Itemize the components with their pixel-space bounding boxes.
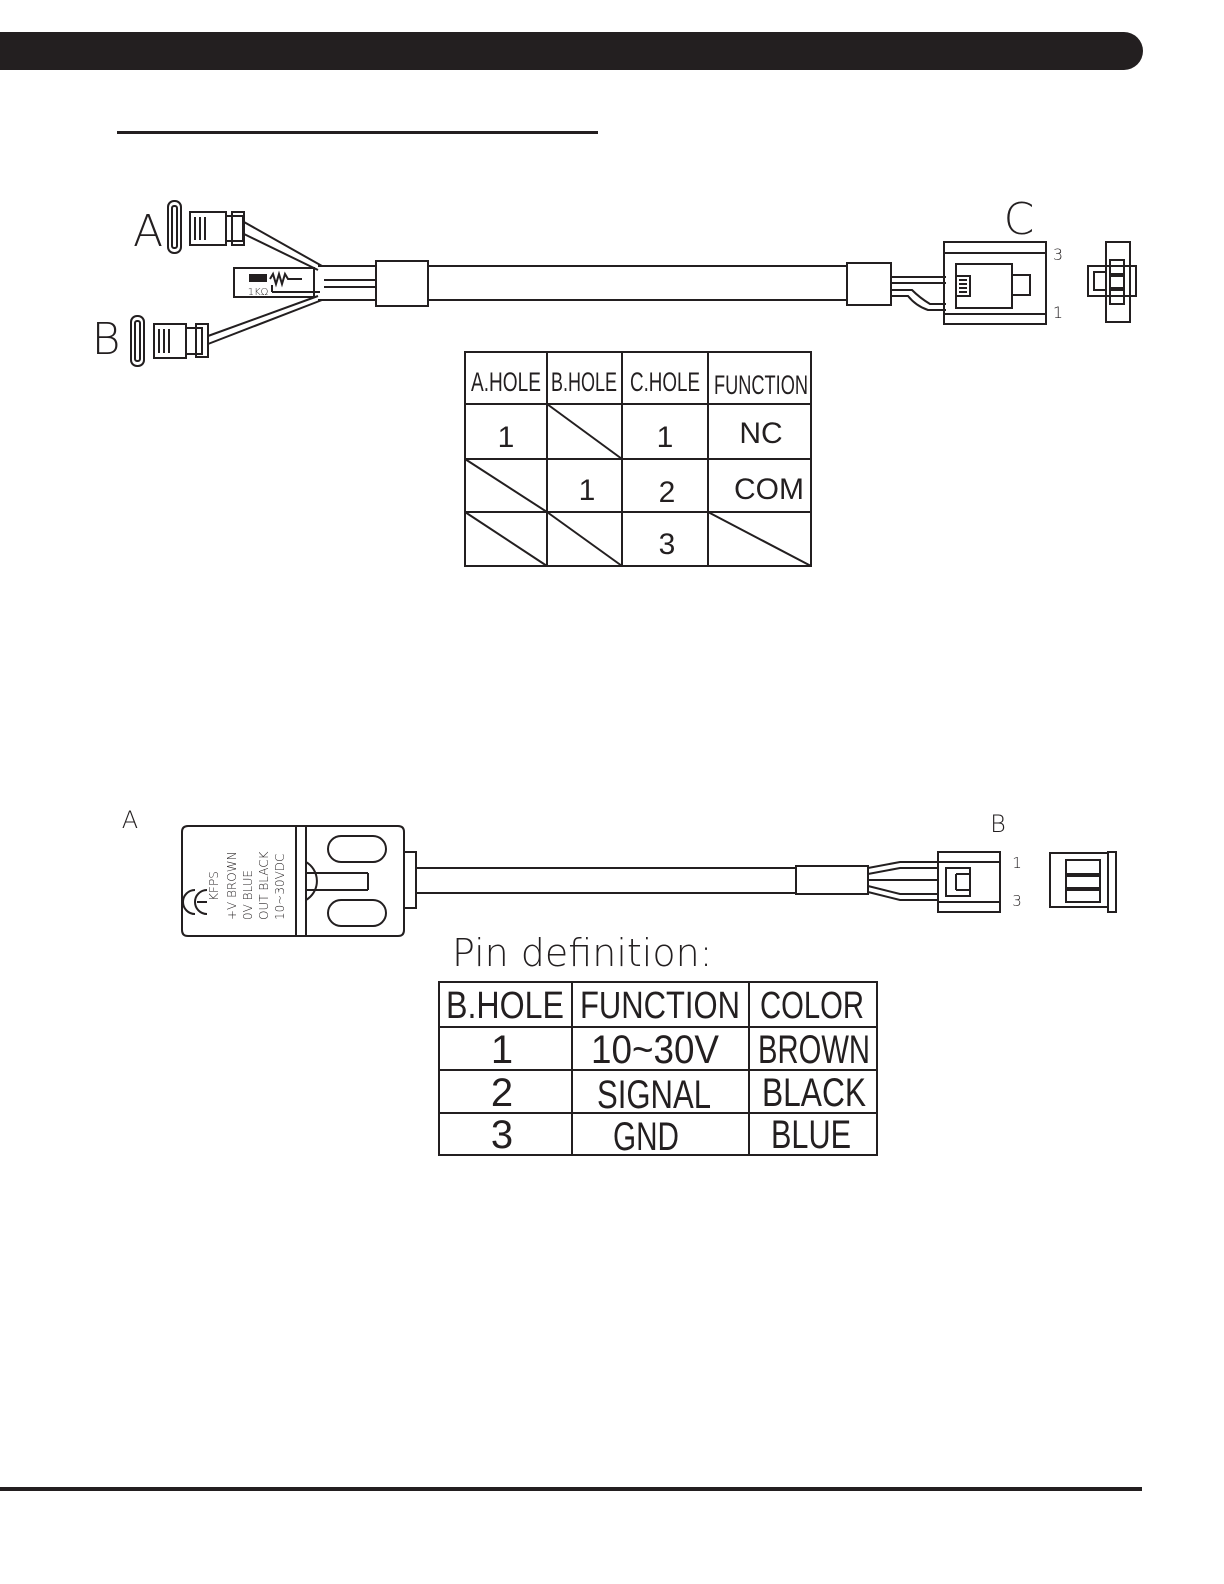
sensor-connector-b-icon: [938, 852, 1000, 912]
pin-table-cell: 10~30V: [591, 1028, 719, 1072]
connector-c-icon: [944, 242, 1046, 324]
pin-table-cell: BLACK: [762, 1071, 866, 1115]
pin-table-cell: 3: [491, 1113, 513, 1157]
sensor-wire-line: OUT BLACK: [257, 851, 271, 920]
harness-1-drawing: [131, 201, 1136, 366]
sensor-mating-housing-icon: [1050, 852, 1116, 912]
connector-a-label: A: [133, 206, 163, 257]
table-cell: 1: [657, 421, 674, 454]
connector-c-pin-1: 1: [1053, 303, 1063, 322]
sensor-wire-line: +V BROWN: [225, 851, 239, 920]
ce-mark-icon: [183, 890, 195, 914]
pin-table-cell: GND: [613, 1115, 679, 1159]
sensor-drawing: [182, 826, 1116, 936]
table-cell: NC: [739, 417, 782, 450]
empty-cell-slash: [547, 512, 622, 566]
sensor-brand: KFPS: [207, 871, 221, 901]
empty-cell-slash: [465, 459, 547, 512]
table-cell: 2: [659, 476, 676, 509]
sensor-wire-line: 10~30VDC: [273, 854, 287, 920]
footer-rule: [0, 1487, 1142, 1491]
empty-cell-slash: [547, 404, 622, 459]
table-cell: 1: [579, 474, 596, 507]
table-header-c-hole: C.HOLE: [630, 367, 700, 397]
pin-table-cell: BLUE: [771, 1113, 851, 1157]
sensor-b-label: B: [990, 810, 1006, 838]
pin-table-header-color: COLOR: [760, 985, 864, 1027]
pin-table-cell: 2: [491, 1071, 513, 1115]
sensor-wire-line: 0V BLUE: [241, 870, 255, 920]
pin-table-header-b-hole: B.HOLE: [446, 985, 564, 1027]
empty-cell-slash: [465, 512, 547, 566]
pin-definition-title: Pin definition:: [452, 931, 712, 975]
sensor-pin-3: 3: [1012, 892, 1022, 910]
mating-housing-icon: [1088, 242, 1136, 322]
connector-b-label: B: [92, 314, 121, 365]
table-cell: COM: [734, 473, 804, 506]
table-header-b-hole: B.HOLE: [551, 367, 617, 397]
table-header-a-hole: A.HOLE: [471, 367, 541, 397]
table-cell: 3: [659, 528, 676, 561]
pin-table-cell: 1: [491, 1028, 513, 1072]
empty-cell-slash: [708, 512, 811, 566]
connector-c-pin-3: 3: [1053, 245, 1063, 264]
resistor-label: 1KΩ: [248, 287, 269, 298]
pin-table-cell: SIGNAL: [597, 1073, 711, 1117]
ce-mark-icon: [195, 890, 207, 914]
table-header-function: FUNCTION: [714, 370, 808, 400]
sensor-pin-1: 1: [1012, 854, 1022, 872]
pin-table-header-function: FUNCTION: [580, 985, 740, 1027]
connector-b-icon: [131, 316, 208, 366]
sensor-a-label: A: [122, 806, 138, 834]
pin-table-cell: BROWN: [758, 1028, 870, 1072]
table-cell: 1: [498, 421, 515, 454]
connector-a-icon: [168, 201, 244, 253]
connector-c-label: C: [1004, 194, 1035, 245]
